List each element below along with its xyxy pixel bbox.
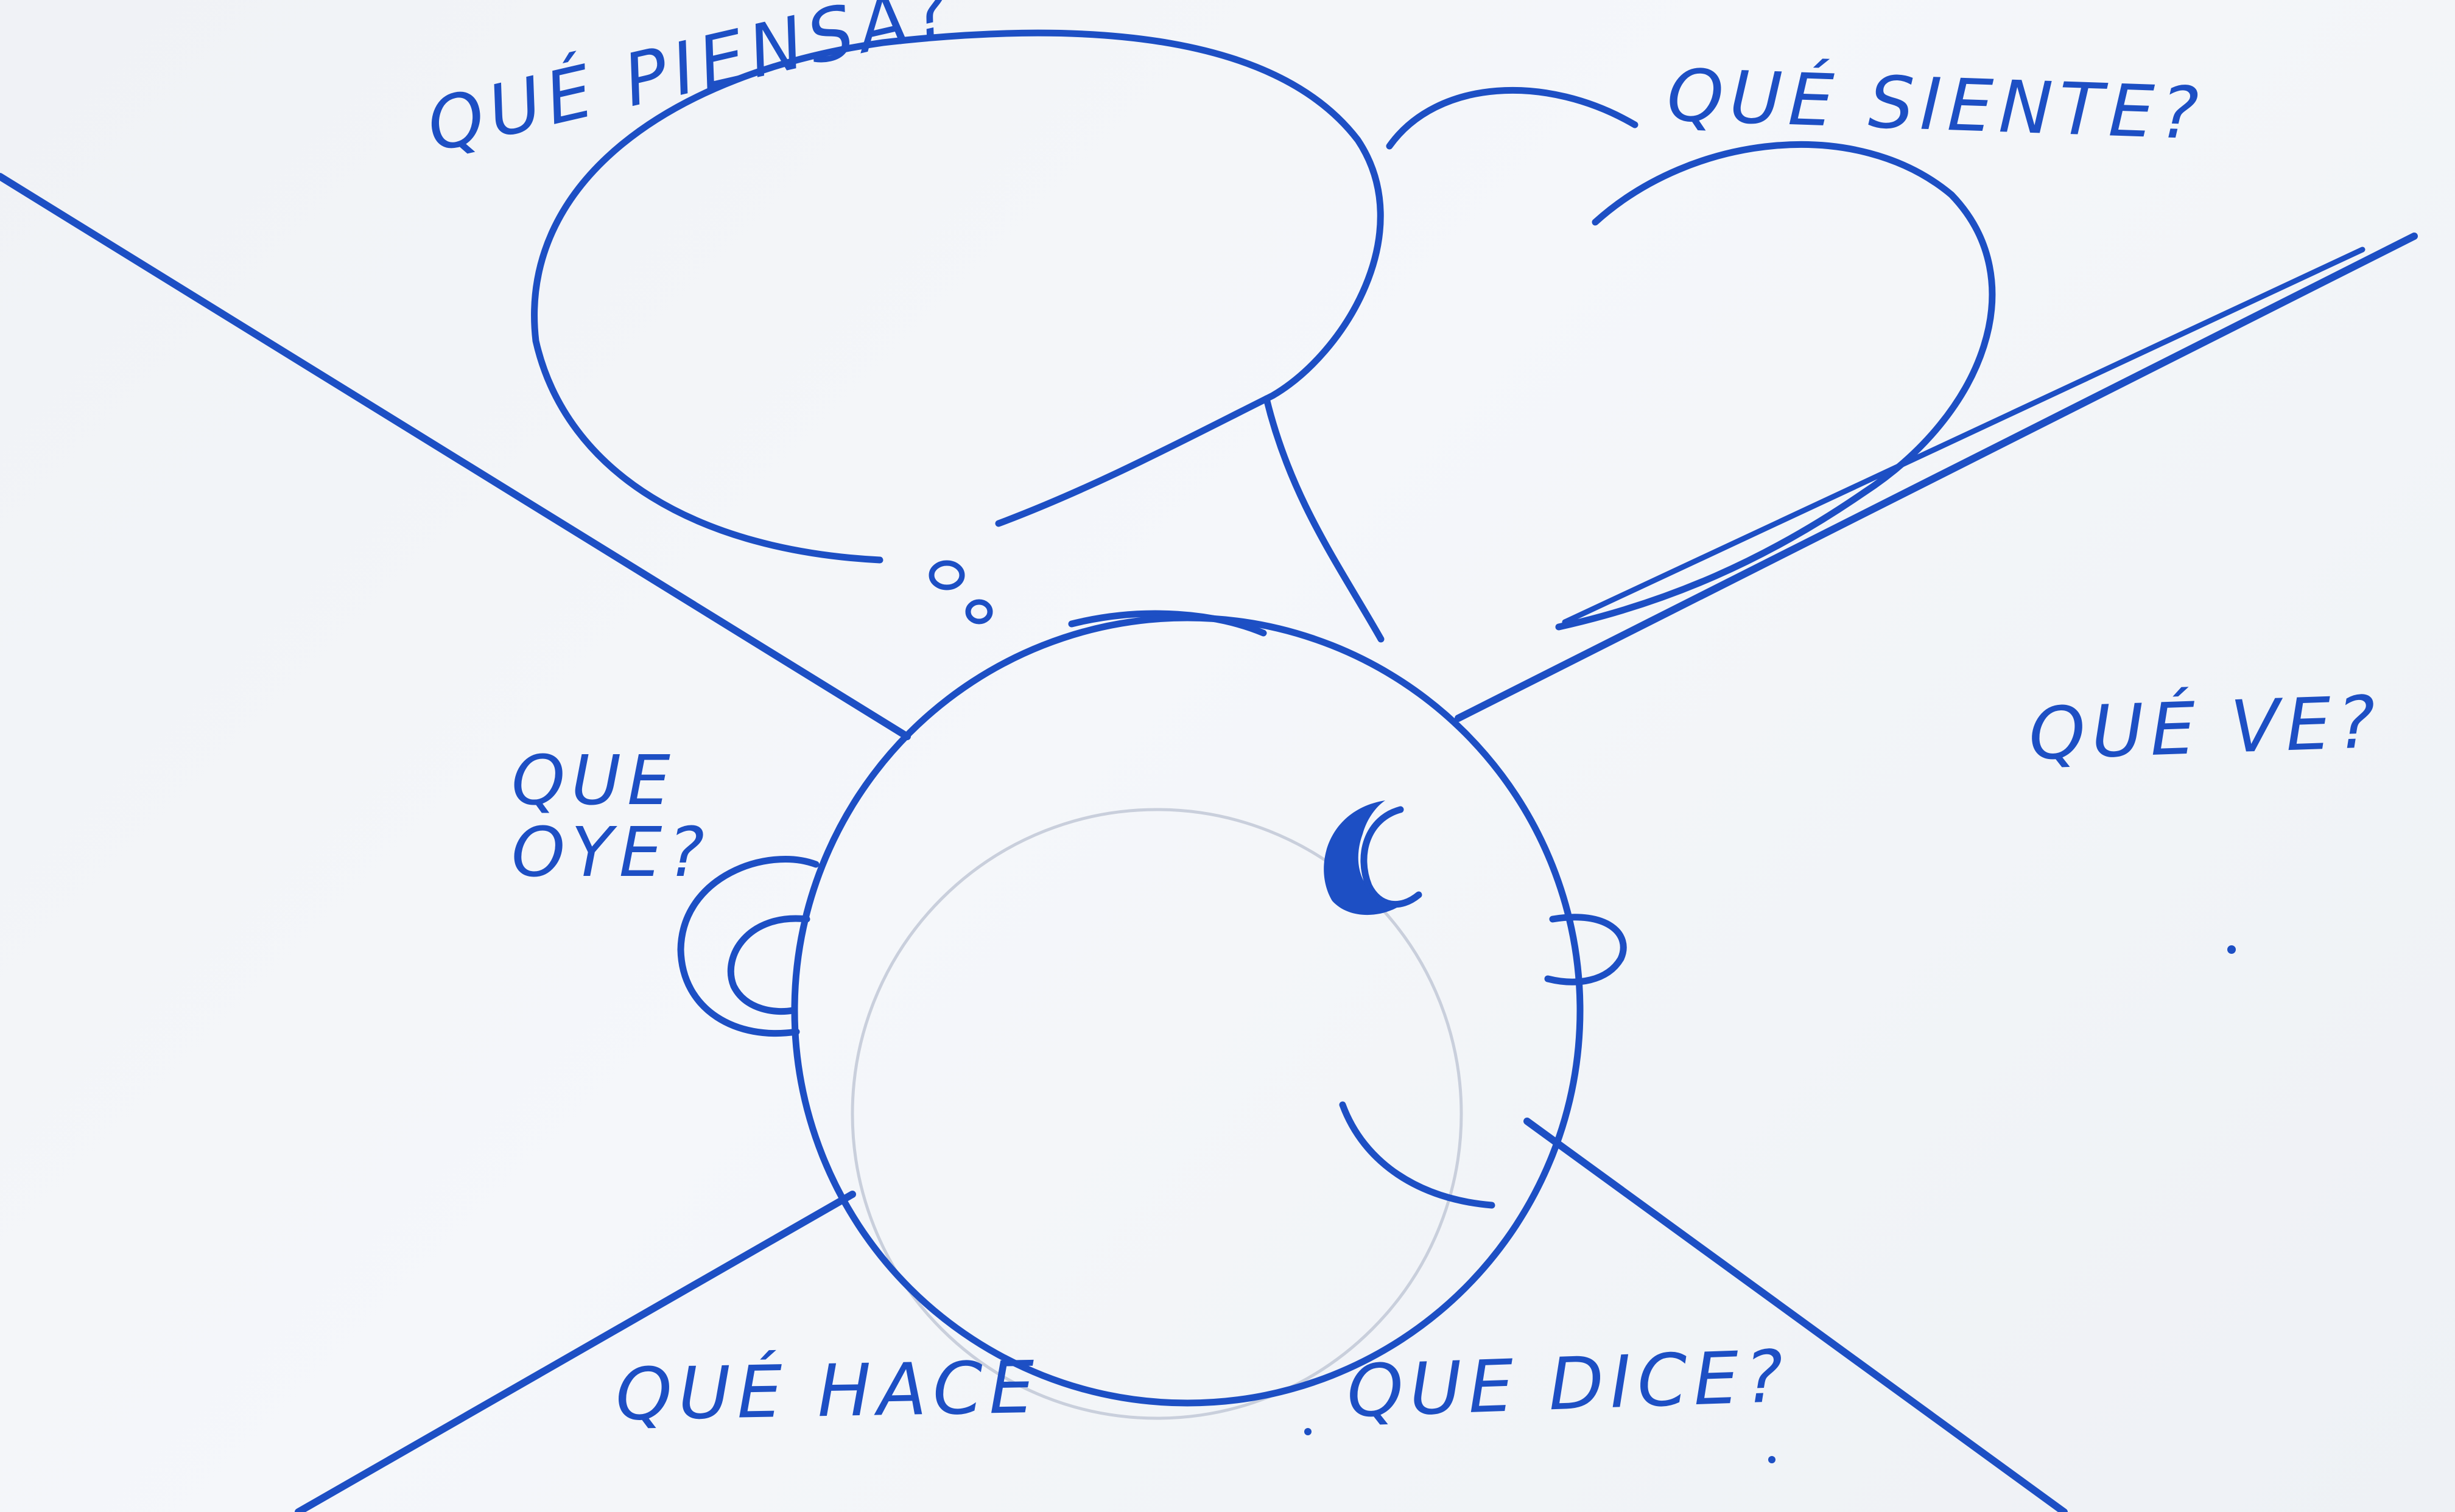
label-que-siente: QUÉ SIENTE? <box>1665 53 2206 156</box>
pencil-guide-circle <box>851 808 1463 1420</box>
thought-bubble <box>531 29 1384 564</box>
heart-left-lobe <box>1386 86 1638 150</box>
marker-dot <box>1304 1428 1312 1435</box>
thought-dot-smaller <box>965 599 993 625</box>
divider-top-right-double <box>1562 247 2365 625</box>
label-que-hace: QUÉ HACE <box>614 1345 1041 1437</box>
heart-right-lobe <box>1555 141 1996 631</box>
divider-top-left <box>0 173 911 740</box>
label-que-dice: QUE DICE? <box>1345 1334 1791 1433</box>
left-ear <box>677 856 820 1037</box>
head-top-hair <box>1068 610 1267 637</box>
smile <box>1339 1101 1495 1209</box>
bubble-tail-stroke <box>1263 395 1385 643</box>
divider-top-right <box>1455 233 2418 722</box>
left-ear-inner <box>728 915 810 1015</box>
divider-bottom-right <box>1523 1118 2068 1512</box>
thought-dot-small <box>929 560 965 590</box>
eye <box>1324 800 1398 915</box>
label-que-ve: QUÉ VE? <box>2027 679 2383 776</box>
marker-dot <box>2227 945 2236 954</box>
head-circle <box>791 614 1584 1407</box>
eye-highlight <box>1360 806 1422 908</box>
right-ear <box>1544 914 1627 985</box>
label-que-oye: QUE OYE? <box>511 741 711 892</box>
marker-dot <box>1768 1456 1775 1463</box>
divider-bottom-left <box>295 1191 856 1512</box>
